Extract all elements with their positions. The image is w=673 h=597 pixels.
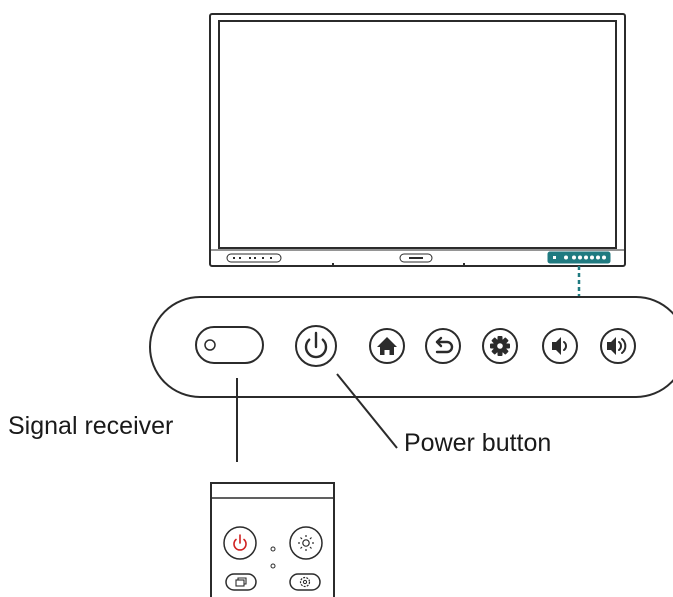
input-source-icon: [235, 577, 247, 587]
signal-receiver-label: Signal receiver: [8, 412, 174, 440]
back-button[interactable]: [425, 328, 461, 364]
settings-button[interactable]: [482, 328, 518, 364]
display-screen: [218, 20, 617, 249]
volume-up-button[interactable]: [600, 328, 636, 364]
settings-icon: [490, 336, 510, 356]
signal-receiver-window: [195, 326, 264, 364]
power-button-leader: [336, 373, 398, 449]
remote-brightness-button[interactable]: [289, 526, 323, 560]
brightness-icon: [298, 535, 314, 551]
power-icon: [233, 534, 247, 551]
power-button-label: Power button: [404, 429, 552, 457]
control-panel-enlarged: [149, 296, 673, 398]
volume-down-icon: [552, 337, 567, 355]
remote-input-button[interactable]: [225, 573, 257, 591]
home-button[interactable]: [369, 328, 405, 364]
control-panel-outline: [149, 296, 673, 398]
volume-up-icon: [607, 337, 627, 355]
power-icon: [304, 331, 328, 359]
settings-icon: [299, 576, 311, 588]
back-icon: [435, 336, 454, 354]
remote-control: [210, 482, 335, 597]
power-button[interactable]: [295, 325, 337, 367]
remote-indicator-dot: [270, 546, 276, 552]
remote-settings-button[interactable]: [289, 573, 321, 591]
display-monitor: [209, 13, 626, 267]
volume-down-button[interactable]: [542, 328, 578, 364]
remote-power-button[interactable]: [223, 526, 257, 560]
home-icon: [377, 337, 397, 355]
remote-indicator-dot: [270, 563, 276, 569]
